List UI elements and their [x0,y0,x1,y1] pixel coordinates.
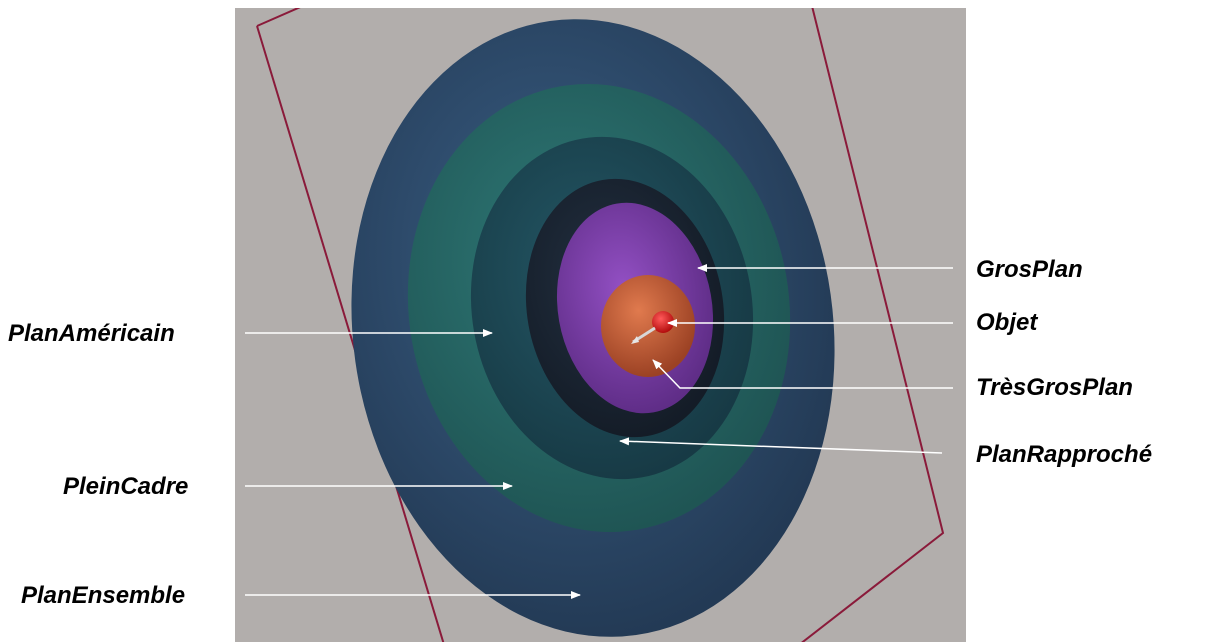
3d-viewport [235,8,966,642]
label-objet: Objet [976,309,1038,336]
frustum-line-left [256,8,301,27]
label-plein-cadre: PleinCadre [63,473,189,500]
frustum-line-right [801,8,945,642]
label-gros-plan: GrosPlan [976,256,1083,283]
shot-volumes-scene [256,8,945,642]
arrow-plan-rapproche [619,437,943,454]
objet-sphere [652,311,674,333]
objet-direction-arrowhead [631,336,639,344]
tres-gros-plan-volume [601,275,695,377]
label-plan-rapproche: PlanRapproché [976,441,1153,468]
label-plan-ensemble: PlanEnsemble [21,582,186,609]
label-plan-americain: PlanAméricain [8,320,175,347]
label-tres-gros-plan: TrèsGrosPlan [976,374,1133,401]
frustum-line-left-edge [256,25,445,642]
arrow-tres-gros-plan [652,359,953,389]
